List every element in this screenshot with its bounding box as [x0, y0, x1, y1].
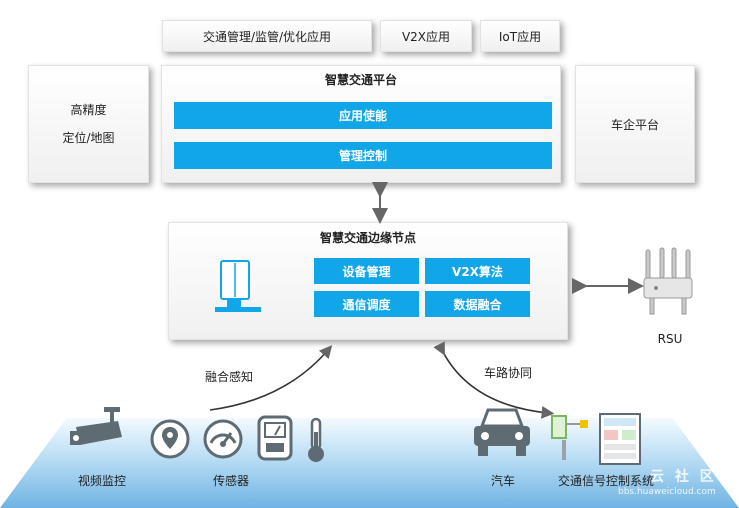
- edge-title: 智慧交通边缘节点: [319, 231, 416, 245]
- gauge-sensor-icon: [203, 419, 243, 459]
- fusion-label: 融合感知: [205, 370, 254, 384]
- fusion-arrow: [209, 345, 333, 411]
- app-tab-iot[interactable]: IoT应用: [480, 20, 560, 52]
- app-tab-traffic-management[interactable]: 交通管理/监管/优化应用: [162, 20, 372, 52]
- location-sensor-icon: [150, 419, 190, 459]
- edge-cell-comm-sched[interactable]: 通信调度: [314, 291, 419, 317]
- car-icon: [474, 408, 530, 456]
- platform-bar-control[interactable]: 管理控制: [174, 142, 552, 169]
- platform-bar-enable[interactable]: 应用使能: [174, 102, 552, 129]
- edge-cell-device-mgmt[interactable]: 设备管理: [314, 258, 419, 284]
- sensors-label: 传感器: [212, 474, 249, 488]
- smart-traffic-platform[interactable]: 智慧交通平台 应用使能 管理控制: [161, 65, 561, 183]
- camera-icon: [70, 407, 122, 445]
- rsu-antenna-icon: [643, 247, 693, 315]
- hd-map-panel[interactable]: 高精度 定位/地图: [28, 65, 149, 183]
- watermark-title: 云 社 区: [650, 469, 717, 485]
- signal-label: 交通信号控制系统: [557, 474, 654, 488]
- rsu-label: RSU: [657, 332, 683, 346]
- app-tab-label: 交通管理/监管/优化应用: [202, 29, 332, 44]
- car-label: 汽车: [490, 474, 515, 488]
- oem-platform-panel[interactable]: 车企平台: [575, 65, 695, 183]
- edge-device-icon: [215, 260, 261, 312]
- edge-node[interactable]: 智慧交通边缘节点 设备管理 V2X算法 通信调度 数据融合: [168, 222, 568, 340]
- app-tab-label: IoT应用: [498, 29, 542, 44]
- traffic-signal-icon: [551, 413, 641, 465]
- app-tab-label: V2X应用: [401, 29, 451, 44]
- hd-map-line2: 定位/地图: [62, 131, 115, 145]
- edge-cell-data-fusion[interactable]: 数据融合: [425, 291, 530, 317]
- hd-map-line1: 高精度: [70, 103, 107, 117]
- app-tab-v2x[interactable]: V2X应用: [380, 20, 472, 52]
- platform-title: 智慧交通平台: [324, 73, 397, 87]
- thermometer-icon: [308, 417, 324, 462]
- watermark-url: bbs.huaweicloud.com: [618, 487, 716, 497]
- meter-sensor-icon: [257, 415, 293, 461]
- v2r-label: 车路协同: [484, 366, 533, 380]
- camera-label: 视频监控: [77, 474, 126, 488]
- edge-cell-v2x-algo[interactable]: V2X算法: [425, 258, 530, 284]
- oem-platform-label: 车企平台: [610, 117, 659, 132]
- v2r-arrow: [433, 341, 555, 419]
